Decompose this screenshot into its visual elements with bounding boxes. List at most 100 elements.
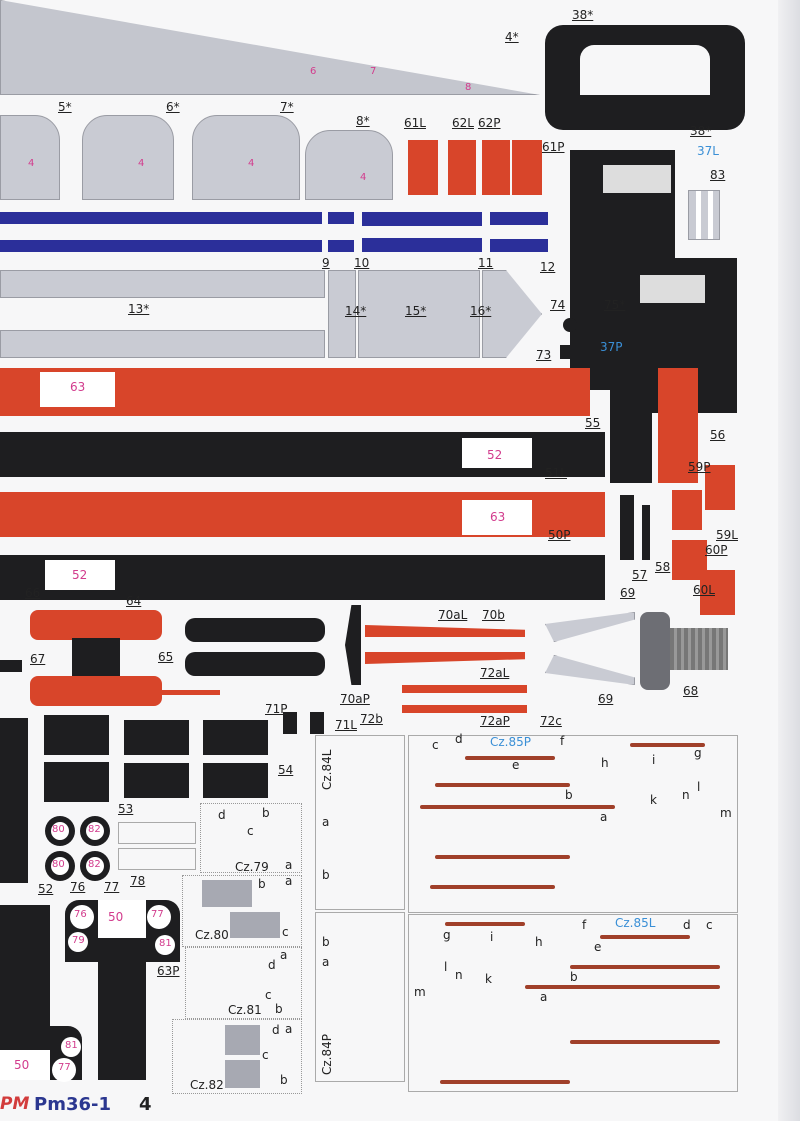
part-57: [620, 495, 634, 560]
rod-g: [630, 743, 705, 747]
frame-63-label-box-2: [462, 500, 532, 535]
part-label: 11: [478, 256, 494, 270]
part-label: a: [322, 815, 330, 829]
part-label: b: [262, 806, 270, 820]
part-label: 55: [585, 416, 601, 430]
part-label: 82: [88, 859, 101, 870]
rod-L-2a: [440, 1080, 570, 1084]
part-label: c: [706, 918, 713, 932]
stripe-12: [490, 212, 548, 252]
part-label: m: [414, 985, 426, 999]
part-70aL: [365, 625, 525, 637]
part-label: 71P: [265, 702, 288, 716]
part-label: d: [683, 918, 691, 932]
part-label: a: [322, 955, 330, 969]
part-label: 15*: [405, 304, 427, 318]
part-label: 68: [683, 684, 699, 698]
part-label: 4: [360, 172, 367, 183]
part-71L: [310, 712, 324, 734]
part-label: 72b: [360, 712, 383, 726]
part-label: 51L: [545, 466, 567, 480]
cz84L-box: [315, 735, 405, 910]
rod-2a: [430, 885, 555, 889]
part-label: a: [285, 874, 293, 888]
part-70-bracket: [345, 605, 361, 685]
cz85P-box: [408, 735, 738, 913]
part-label: b: [565, 788, 573, 802]
roof-panel-5: [0, 115, 60, 200]
part-label: Cz.81: [228, 1003, 262, 1017]
cz80-box: [182, 875, 302, 947]
part-label: e: [594, 940, 602, 954]
part-68-bellows: [670, 628, 728, 670]
wheel-80-a: [45, 816, 75, 846]
part-label: 77: [58, 1062, 71, 1073]
part-60L: [700, 570, 735, 615]
part-label: 5*: [58, 100, 72, 114]
part-label: l: [697, 780, 701, 794]
part-label: 8*: [356, 114, 370, 128]
publisher-logo: PM: [0, 1094, 30, 1114]
part-label: 74: [550, 298, 566, 312]
part-54-d: [203, 763, 268, 798]
part-53-bottom: [44, 762, 109, 802]
side-panel-14: [328, 270, 356, 358]
part-label: b: [275, 1002, 283, 1016]
cz81-box: [185, 947, 302, 1019]
part-61L: [408, 140, 438, 195]
part-label: 69: [598, 692, 614, 706]
part-label: Cz.84P: [320, 1034, 334, 1075]
cz80-plate-1: [202, 880, 252, 907]
part-label: 75*: [604, 298, 626, 312]
part-55: [610, 368, 652, 483]
stripe-9-top: [0, 212, 322, 224]
cz82-box: [172, 1019, 302, 1094]
part-label: 81: [159, 938, 172, 949]
part-label: 50: [14, 1058, 30, 1072]
rod-L-g: [445, 922, 525, 926]
rod-L-a: [525, 985, 720, 989]
rod-L-2b: [570, 1040, 720, 1044]
part-label: 65: [158, 650, 174, 664]
part-83: [688, 190, 720, 240]
part-label: 77: [104, 880, 120, 894]
roof-panel-7: [192, 115, 300, 200]
part-62L: [448, 140, 476, 195]
part-label: 63: [490, 510, 506, 524]
part-label: 59P: [688, 460, 711, 474]
part-64-bottom: [30, 676, 162, 706]
model-name: Pm36-1: [34, 1094, 111, 1115]
part-54-b: [124, 763, 189, 798]
stripe-9-bottom: [0, 240, 322, 252]
part-label: c: [282, 925, 289, 939]
part-59P: [705, 465, 735, 510]
part-label: Cz.84L: [320, 749, 334, 790]
part-label: d: [455, 732, 463, 746]
part-label: 4: [28, 158, 35, 169]
part-label: Cz.79: [235, 860, 269, 874]
part-56: [658, 368, 698, 483]
part-68: [640, 612, 670, 690]
part-label: Cz.85L: [615, 916, 656, 930]
part-label: 10: [354, 256, 370, 270]
roof-panel-6: [82, 115, 174, 200]
cz80-plate-2: [230, 912, 280, 938]
part-label: 4: [138, 158, 145, 169]
part-label: 61P: [542, 140, 565, 154]
part-label: b: [322, 868, 330, 882]
part-label: 4*: [505, 30, 519, 44]
part-label: c: [247, 824, 254, 838]
part-label: b: [280, 1073, 288, 1087]
frame-63-label-box: [40, 372, 115, 407]
part-label: 52: [72, 568, 88, 582]
part-54-a: [124, 720, 189, 755]
part-label: Cz.82: [190, 1078, 224, 1092]
part-label: b: [322, 935, 330, 949]
rod-2b: [435, 855, 570, 859]
rod-a: [420, 805, 615, 809]
part-label: 79: [72, 935, 85, 946]
part-label: 72c: [540, 714, 562, 728]
part-label: 12: [540, 260, 556, 274]
part-label: 38*: [690, 124, 712, 138]
part-label: 60P: [705, 543, 728, 557]
